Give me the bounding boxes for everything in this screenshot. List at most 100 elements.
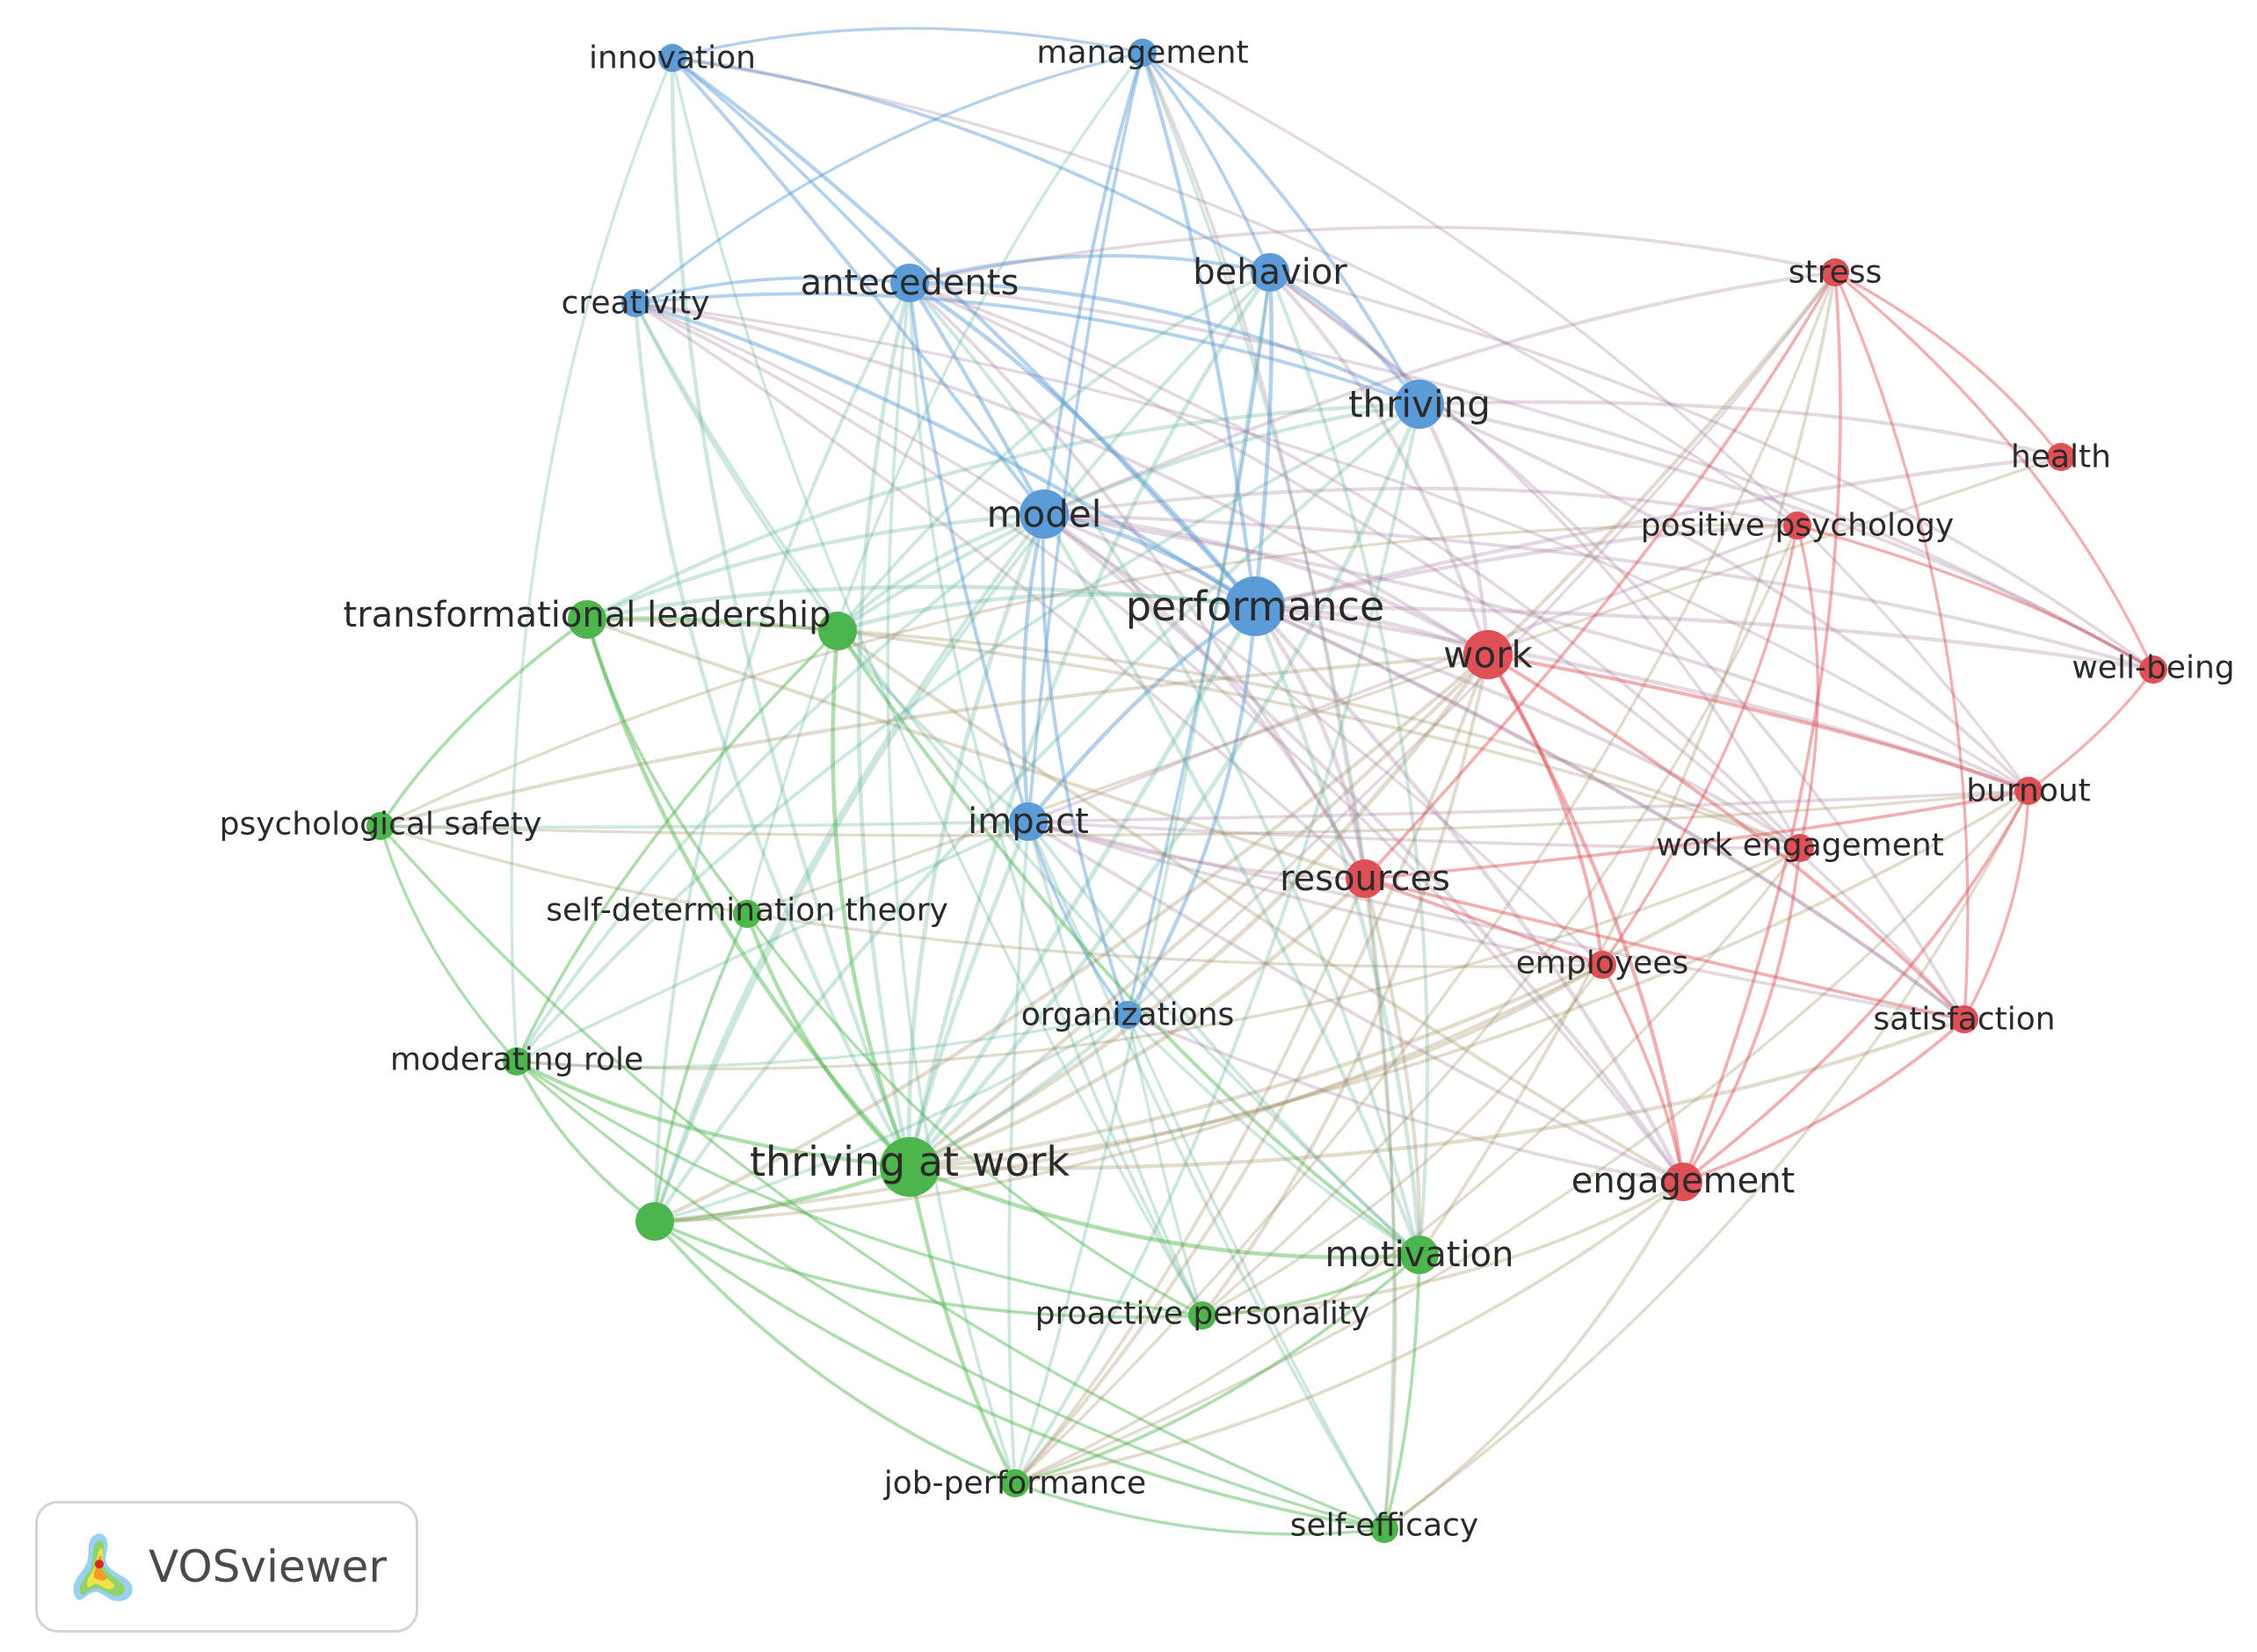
- link-self-efficacy-burnout: [1383, 790, 2030, 1531]
- node-self-efficacy[interactable]: [1370, 1515, 1398, 1543]
- label-innovation: innovation: [589, 40, 756, 76]
- link-management-performance: [1140, 52, 1258, 607]
- link-psychological-safety-burnout: [380, 789, 2029, 837]
- link-thriving-health: [1419, 400, 2062, 459]
- node-innovation[interactable]: [658, 44, 686, 72]
- node-work[interactable]: [1463, 630, 1513, 679]
- link-resources-employees: [1364, 877, 1603, 967]
- link-antecedents-proactive-personality: [908, 282, 1204, 1316]
- node-performance[interactable]: [1225, 576, 1285, 636]
- link-model-moderating-role: [515, 512, 1046, 1063]
- node-behavior[interactable]: [1251, 253, 1289, 292]
- link-green-unlabeled-1-moderating-role: [515, 629, 839, 1062]
- link-innovation-model: [671, 56, 1046, 516]
- node-employees[interactable]: [1588, 951, 1616, 979]
- link-antecedents-job-performance: [886, 282, 1017, 1484]
- link-thriving-at-work-satisfaction: [909, 1017, 1965, 1170]
- link-green-unlabeled-2-self-efficacy: [653, 1220, 1385, 1531]
- logo-text: VOSviewer: [149, 1541, 387, 1592]
- link-transformational-leadership-self-determination-theory: [585, 619, 749, 916]
- label-positive-psychology: positive psychology: [1641, 508, 1954, 544]
- link-performance-green-unlabeled-1: [837, 592, 1256, 634]
- link-burnout-satisfaction: [1963, 790, 2030, 1020]
- link-management-self-determination-theory: [745, 51, 1144, 915]
- node-organizations[interactable]: [1114, 1001, 1142, 1029]
- link-innovation-positive-psychology: [671, 56, 1798, 527]
- link-thriving-at-work-work: [908, 653, 1491, 1170]
- link-work-employees: [1486, 653, 1604, 966]
- link-motivation-self-efficacy: [1383, 1254, 1421, 1530]
- link-creativity-thriving-at-work: [633, 302, 911, 1169]
- node-work-engagement[interactable]: [1786, 834, 1814, 862]
- node-impact[interactable]: [1009, 802, 1048, 841]
- node-transformational-leadership[interactable]: [568, 600, 606, 639]
- label-health: health: [2011, 439, 2111, 475]
- node-motivation[interactable]: [1400, 1235, 1439, 1274]
- node-model[interactable]: [1020, 489, 1069, 539]
- link-job-performance-work-engagement: [1014, 846, 1802, 1485]
- node-well-being[interactable]: [2139, 656, 2167, 684]
- link-behavior-work: [1268, 271, 1491, 656]
- link-creativity-resources: [635, 301, 1367, 880]
- link-well-being-burnout: [2028, 669, 2155, 793]
- node-satisfaction[interactable]: [1950, 1005, 1978, 1033]
- node-stress[interactable]: [1821, 258, 1849, 286]
- link-behavior-organizations: [1126, 272, 1272, 1016]
- node-job-performance[interactable]: [1001, 1469, 1029, 1497]
- link-organizations-motivation: [1126, 1013, 1420, 1257]
- link-antecedents-resources: [908, 281, 1367, 880]
- node-thriving-at-work[interactable]: [880, 1137, 940, 1197]
- vosviewer-logo-icon: [73, 1533, 133, 1602]
- node-psychological-safety[interactable]: [366, 812, 395, 840]
- link-thriving-at-work-resources: [909, 877, 1367, 1170]
- link-self-determination-theory-thriving-at-work: [744, 913, 911, 1169]
- node-moderating-role[interactable]: [503, 1047, 531, 1076]
- label-behavior: behavior: [1193, 252, 1347, 293]
- link-psychological-safety-moderating-role: [379, 825, 519, 1063]
- node-thriving[interactable]: [1395, 380, 1444, 429]
- link-management-resources: [1141, 52, 1367, 880]
- link-creativity-work: [635, 301, 1490, 656]
- link-impact-proactive-personality: [1027, 821, 1204, 1316]
- node-green-unlabeled-1[interactable]: [818, 612, 857, 650]
- link-organizations-green-unlabeled-2: [654, 1013, 1128, 1223]
- node-creativity[interactable]: [621, 289, 650, 317]
- link-stress-resources: [1363, 272, 1837, 880]
- link-job-performance-resources: [1013, 878, 1367, 1485]
- link-behavior-thriving-at-work: [907, 271, 1272, 1168]
- link-model-satisfaction: [1043, 512, 1966, 1021]
- link-antecedents-thriving-at-work: [856, 282, 912, 1168]
- link-behavior-performance: [1252, 272, 1274, 607]
- link-innovation-performance: [671, 56, 1257, 608]
- link-motivation-stress: [1418, 272, 1837, 1257]
- link-model-motivation: [1042, 512, 1422, 1256]
- node-proactive-personality[interactable]: [1188, 1301, 1216, 1330]
- vosviewer-logo: VOSviewer: [35, 1501, 418, 1633]
- node-management[interactable]: [1128, 39, 1157, 67]
- link-psychological-safety-self-efficacy: [379, 824, 1385, 1531]
- node-self-determination-theory[interactable]: [733, 900, 761, 928]
- node-green-unlabeled-2[interactable]: [635, 1202, 674, 1241]
- link-behavior-satisfaction: [1268, 271, 1966, 1020]
- link-performance-work-engagement: [1254, 604, 1802, 850]
- node-resources[interactable]: [1346, 859, 1384, 898]
- label-model: model: [987, 493, 1102, 536]
- label-well-being: well-being: [2072, 650, 2234, 686]
- node-health[interactable]: [2047, 443, 2075, 471]
- node-positive-psychology[interactable]: [1783, 511, 1811, 540]
- link-model-organizations: [1041, 513, 1129, 1016]
- link-impact-satisfaction: [1027, 820, 1965, 1021]
- link-antecedents-stress: [909, 225, 1836, 285]
- node-engagement[interactable]: [1664, 1163, 1702, 1201]
- link-self-efficacy-engagement: [1383, 1181, 1685, 1531]
- link-self-determination-theory-green-unlabeled-2: [653, 913, 749, 1222]
- link-thriving-green-unlabeled-2: [653, 402, 1421, 1223]
- node-antecedents[interactable]: [890, 264, 929, 302]
- link-job-performance-work: [1013, 654, 1490, 1485]
- link-stress-engagement: [1681, 272, 1842, 1183]
- link-model-positive-psychology: [1043, 486, 1798, 527]
- node-burnout[interactable]: [2014, 777, 2043, 805]
- link-impact-employees: [1027, 820, 1603, 967]
- link-psychological-safety-employees: [380, 824, 1603, 968]
- link-management-burnout: [1142, 51, 2030, 792]
